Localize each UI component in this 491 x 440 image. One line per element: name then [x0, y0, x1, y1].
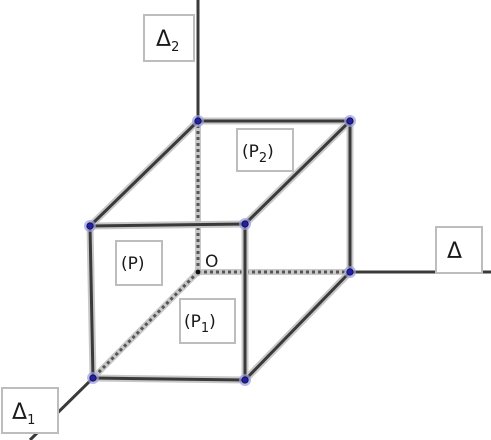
svg-text:(P2): (P2)	[242, 142, 274, 166]
label-delta: Δ	[435, 226, 483, 274]
hidden-edges	[90, 121, 350, 381]
vertex-bottom-front-right	[239, 374, 251, 386]
vertex-bottom-back-right	[344, 266, 356, 278]
label-plane-p2: (P2)	[236, 128, 294, 172]
origin-label: O	[205, 252, 218, 272]
svg-text:(P1): (P1)	[184, 312, 216, 336]
label-delta-2: Δ2	[143, 14, 195, 62]
edge-top-front	[88, 222, 247, 228]
vertex-bottom-front-left	[87, 372, 99, 384]
edge-top-right	[243, 119, 352, 226]
label-plane-p: (P)	[115, 240, 163, 286]
edge-bottom-front	[91, 376, 247, 382]
origin-point	[194, 268, 202, 276]
vertex-top-front-left	[84, 220, 96, 232]
svg-text:Δ1: Δ1	[12, 400, 35, 428]
edge-top-left	[88, 119, 200, 228]
edge-bottom-right	[243, 270, 352, 382]
label-delta-1: Δ1	[1, 387, 59, 434]
svg-text:Δ2: Δ2	[156, 27, 179, 55]
hidden-edge-diagonal	[91, 270, 200, 380]
vertices	[84, 115, 356, 386]
vertex-top-back-left	[192, 115, 204, 127]
label-plane-p1: (P1)	[179, 298, 236, 344]
vertex-top-back-right	[344, 115, 356, 127]
vertex-top-front-right	[239, 218, 251, 230]
svg-text:Δ: Δ	[447, 239, 462, 264]
svg-text:(P): (P)	[121, 254, 145, 274]
edge-front-left	[88, 224, 95, 380]
